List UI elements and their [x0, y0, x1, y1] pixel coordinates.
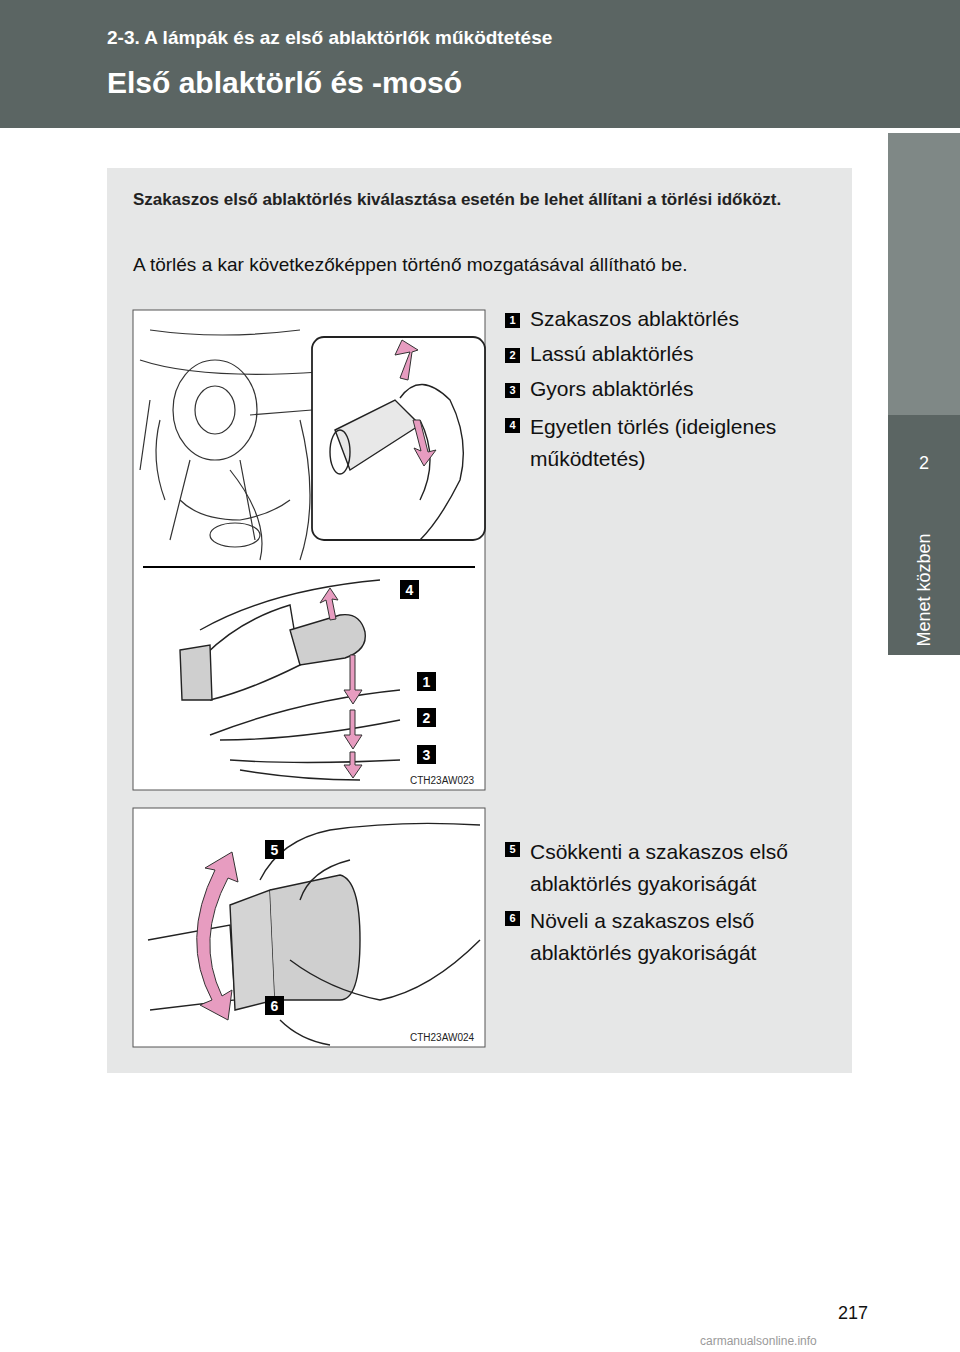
body-text: A törlés a kar következőképpen történő m… — [133, 252, 833, 278]
list-item: Egyetlen törlés (ideiglenes működtetés) — [530, 411, 850, 475]
figure-code: CTH23AW024 — [410, 1032, 474, 1043]
content-panel-ground — [107, 168, 852, 1073]
list-item: Csökkenti a szakaszos első ablaktörlés g… — [530, 836, 850, 900]
inset-frame — [312, 337, 485, 540]
figure-code: CTH23AW023 — [410, 775, 474, 786]
callout-number: 5 — [505, 842, 520, 857]
hand-and-stalk — [148, 823, 480, 1045]
callout-digit: 6 — [271, 999, 279, 1013]
figure-frame — [133, 310, 485, 790]
callout-digit: 1 — [423, 675, 431, 689]
callout-digit: 2 — [423, 711, 431, 725]
arrow-down — [344, 710, 362, 749]
callout-digit: 5 — [509, 844, 515, 855]
side-tab-top — [888, 133, 960, 415]
arrow-up — [395, 340, 418, 380]
callout-number: 5 — [265, 840, 284, 859]
arrow-up — [320, 588, 338, 620]
stalk-drawing — [180, 580, 400, 780]
section-heading: 2-3. A lámpák és az első ablaktörlők műk… — [107, 27, 552, 49]
callout-number: 6 — [265, 996, 284, 1015]
interior-sketch — [140, 330, 320, 560]
arrow-down — [344, 752, 362, 778]
callout-number: 4 — [505, 418, 520, 433]
callout-number: 3 — [417, 745, 436, 764]
header-band — [0, 0, 960, 128]
callout-number: 1 — [417, 672, 436, 691]
list-item: Lassú ablaktörlés — [530, 342, 850, 366]
rotate-arrow — [197, 852, 238, 1020]
callout-number: 2 — [417, 708, 436, 727]
callout-digit: 2 — [509, 350, 515, 361]
callout-digit: 6 — [509, 913, 515, 924]
callout-digit: 3 — [423, 748, 431, 762]
figure-frame — [133, 808, 485, 1047]
callout-number: 2 — [505, 348, 520, 363]
arrow-down — [413, 420, 436, 466]
callout-number: 6 — [505, 911, 520, 926]
callout-digit: 3 — [509, 385, 515, 396]
page-number: 217 — [838, 1303, 868, 1324]
chapter-name: Menet közben — [914, 533, 935, 646]
divider — [143, 566, 475, 568]
callout-digit: 1 — [509, 315, 515, 326]
intro-text: Szakaszos első ablaktörlés kiválasztása … — [133, 182, 833, 217]
callout-number: 1 — [505, 313, 520, 328]
chapter-tab: 2Menet közben — [888, 415, 960, 655]
callout-number: 3 — [505, 383, 520, 398]
chapter-number: 2 — [888, 453, 960, 474]
list-item: Növeli a szakaszos első ablaktörlés gyak… — [530, 905, 850, 969]
callout-digit: 4 — [406, 583, 414, 597]
inset-stalk — [330, 384, 463, 540]
arrow-down — [344, 655, 362, 704]
callout-number: 4 — [400, 580, 419, 599]
watermark: carmanualsonline.info — [700, 1334, 817, 1348]
page-title: Első ablaktörlő és -mosó — [107, 66, 462, 100]
list-item: Gyors ablaktörlés — [530, 377, 850, 401]
side-tab — [888, 415, 960, 655]
callout-digit: 5 — [271, 843, 279, 857]
list-item: Szakaszos ablaktörlés — [530, 307, 850, 331]
content-panel: Szakaszos első ablaktörlés kiválasztása … — [107, 168, 852, 1073]
callout-digit: 4 — [509, 420, 515, 431]
